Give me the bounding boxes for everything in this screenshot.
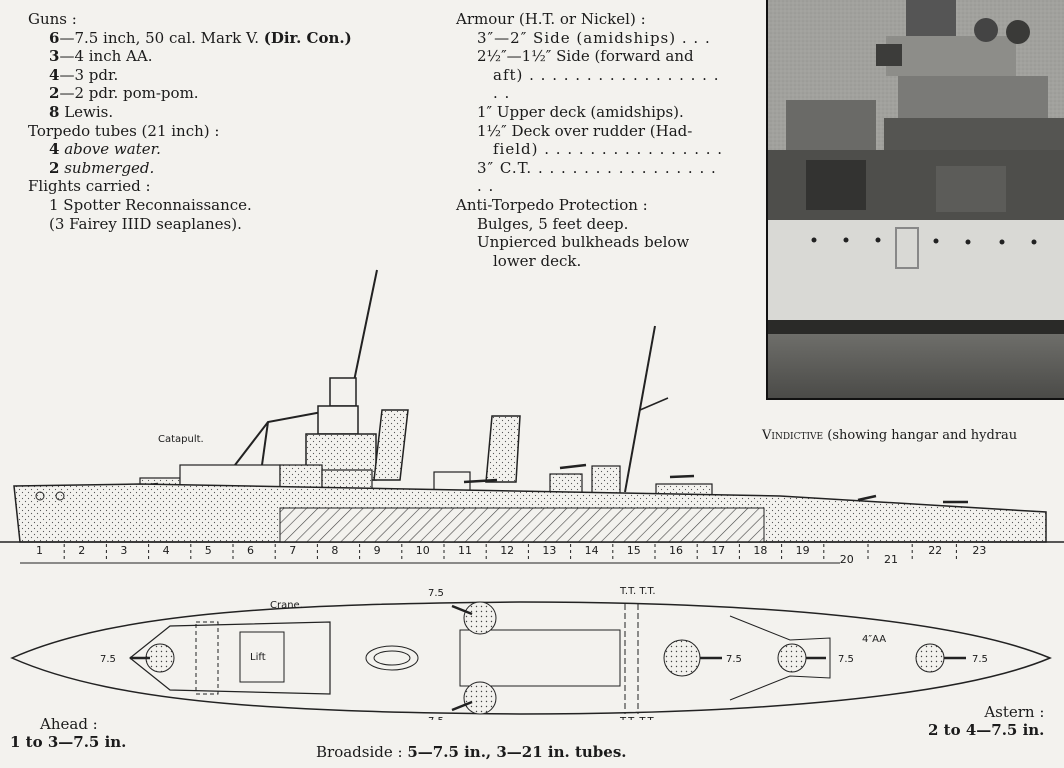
gun-line-3: 4—3 pdr.	[49, 65, 119, 84]
protection-line-1: Bulges, 5 feet deep.	[477, 214, 629, 233]
protection-line-3: lower deck.	[493, 251, 582, 270]
gun-label-aft1: 7.5	[838, 654, 854, 665]
section-number: 4	[163, 544, 170, 557]
lift-label: Lift	[250, 652, 266, 663]
protection-line-2: Unpierced bulkheads below	[477, 233, 690, 252]
gun-line-2: 3—4 inch AA.	[49, 47, 153, 66]
torpedo-line-2: 2 submerged.	[49, 158, 155, 177]
section-number: 10	[416, 544, 430, 557]
section-number: 7	[289, 544, 296, 557]
ahead-heading: Ahead :	[40, 715, 98, 733]
gun-line-5: 8 Lewis.	[49, 102, 114, 121]
protection-heading: Anti-Torpedo Protection :	[456, 195, 648, 214]
section-number: 23	[972, 544, 986, 557]
gun-line-4: 2—2 pdr. pom-pom.	[49, 84, 199, 103]
broadside-fire: Broadside : 5—7.5 in., 3—21 in. tubes.	[316, 743, 626, 761]
armour-line-6: field) . . . . . . . . . . . . . . . .	[493, 140, 724, 159]
section-number: 1	[36, 544, 43, 557]
armour-line-2: 2½″—1½″ Side (forward and	[477, 47, 694, 66]
broadside-value: 5—7.5 in., 3—21 in. tubes.	[407, 743, 627, 761]
section-number: 16	[669, 544, 683, 557]
section-number: 18	[753, 544, 767, 557]
ahead-fire: Ahead : 1 to 3—7.5 in.	[10, 715, 126, 751]
armour-heading: Armour (H.T. or Nickel) :	[456, 10, 646, 28]
flights-line-1: 1 Spotter Reconnaissance.	[49, 195, 252, 214]
armour-line-7: 3″ C.T. . . . . . . . . . . . . . . . . …	[477, 158, 717, 196]
flights-line-2: (3 Fairey IIID seaplanes).	[49, 214, 242, 233]
section-number: 17	[711, 544, 725, 557]
section-number: 19	[796, 544, 810, 557]
gun-label-mid: 7.5	[726, 654, 742, 665]
tt-label-top: T.T. T.T.	[619, 586, 656, 597]
astern-heading: Astern :	[984, 703, 1045, 721]
section-number: 20	[840, 553, 854, 566]
section-number: 8	[331, 544, 338, 557]
armour-line-5: 1½″ Deck over rudder (Had-	[477, 121, 693, 140]
plan-drawing: Crane. Lift 7.5 7.5 7.5 7.5 7.5 7.5 T.T.…	[10, 586, 1052, 720]
gun-label-stbd: 7.5	[428, 716, 444, 720]
section-number: 14	[585, 544, 599, 557]
tt-label-bottom: T.T. T.T.	[619, 716, 656, 720]
catapult-label: Catapult.	[158, 434, 204, 445]
flights-heading: Flights carried :	[28, 177, 151, 196]
torpedo-line-1: 4 above water.	[49, 140, 161, 159]
section-number: 15	[627, 544, 641, 557]
gun-label-port: 7.5	[428, 588, 444, 599]
gun-line-1: 6—7.5 inch, 50 cal. Mark V. (Dir. Con.)	[49, 28, 352, 47]
section-number: 21	[884, 553, 898, 566]
section-number: 3	[120, 544, 127, 557]
photo-caption: Vindictive (showing hangar and hydrau	[762, 428, 1018, 443]
torpedo-heading: Torpedo tubes (21 inch) :	[28, 121, 220, 140]
gun-label-fwd: 7.5	[100, 654, 116, 665]
armour-line-4: 1″ Upper deck (amidships).	[477, 102, 684, 121]
armour-specs: Armour (H.T. or Nickel) : 3″—2″ Side (am…	[456, 10, 728, 270]
section-number: 9	[374, 544, 381, 557]
section-number: 12	[500, 544, 514, 557]
astern-fire: Astern : 2 to 4—7.5 in.	[928, 703, 1044, 739]
broadside-prefix: Broadside :	[316, 743, 408, 761]
armament-specs: Guns : 6—7.5 inch, 50 cal. Mark V. (Dir.…	[28, 10, 428, 233]
ahead-value: 1 to 3—7.5 in.	[10, 733, 127, 751]
section-number: 5	[205, 544, 212, 557]
aa-label: 4″AA	[862, 634, 886, 645]
section-number: 6	[247, 544, 254, 557]
section-number: 13	[542, 544, 556, 557]
armour-line-3: aft) . . . . . . . . . . . . . . . . . .…	[493, 65, 720, 103]
armour-line-1: 3″—2″ Side (amidships) . . .	[477, 28, 711, 47]
guns-heading: Guns :	[28, 10, 77, 28]
section-number: 2	[78, 544, 85, 557]
crane-label: Crane.	[270, 600, 303, 611]
astern-value: 2 to 4—7.5 in.	[928, 721, 1045, 739]
gun-label-aft2: 7.5	[972, 654, 988, 665]
ship-photograph	[766, 0, 1064, 400]
section-number: 22	[928, 544, 942, 557]
deck-outline	[10, 601, 1052, 715]
section-number: 11	[458, 544, 472, 557]
